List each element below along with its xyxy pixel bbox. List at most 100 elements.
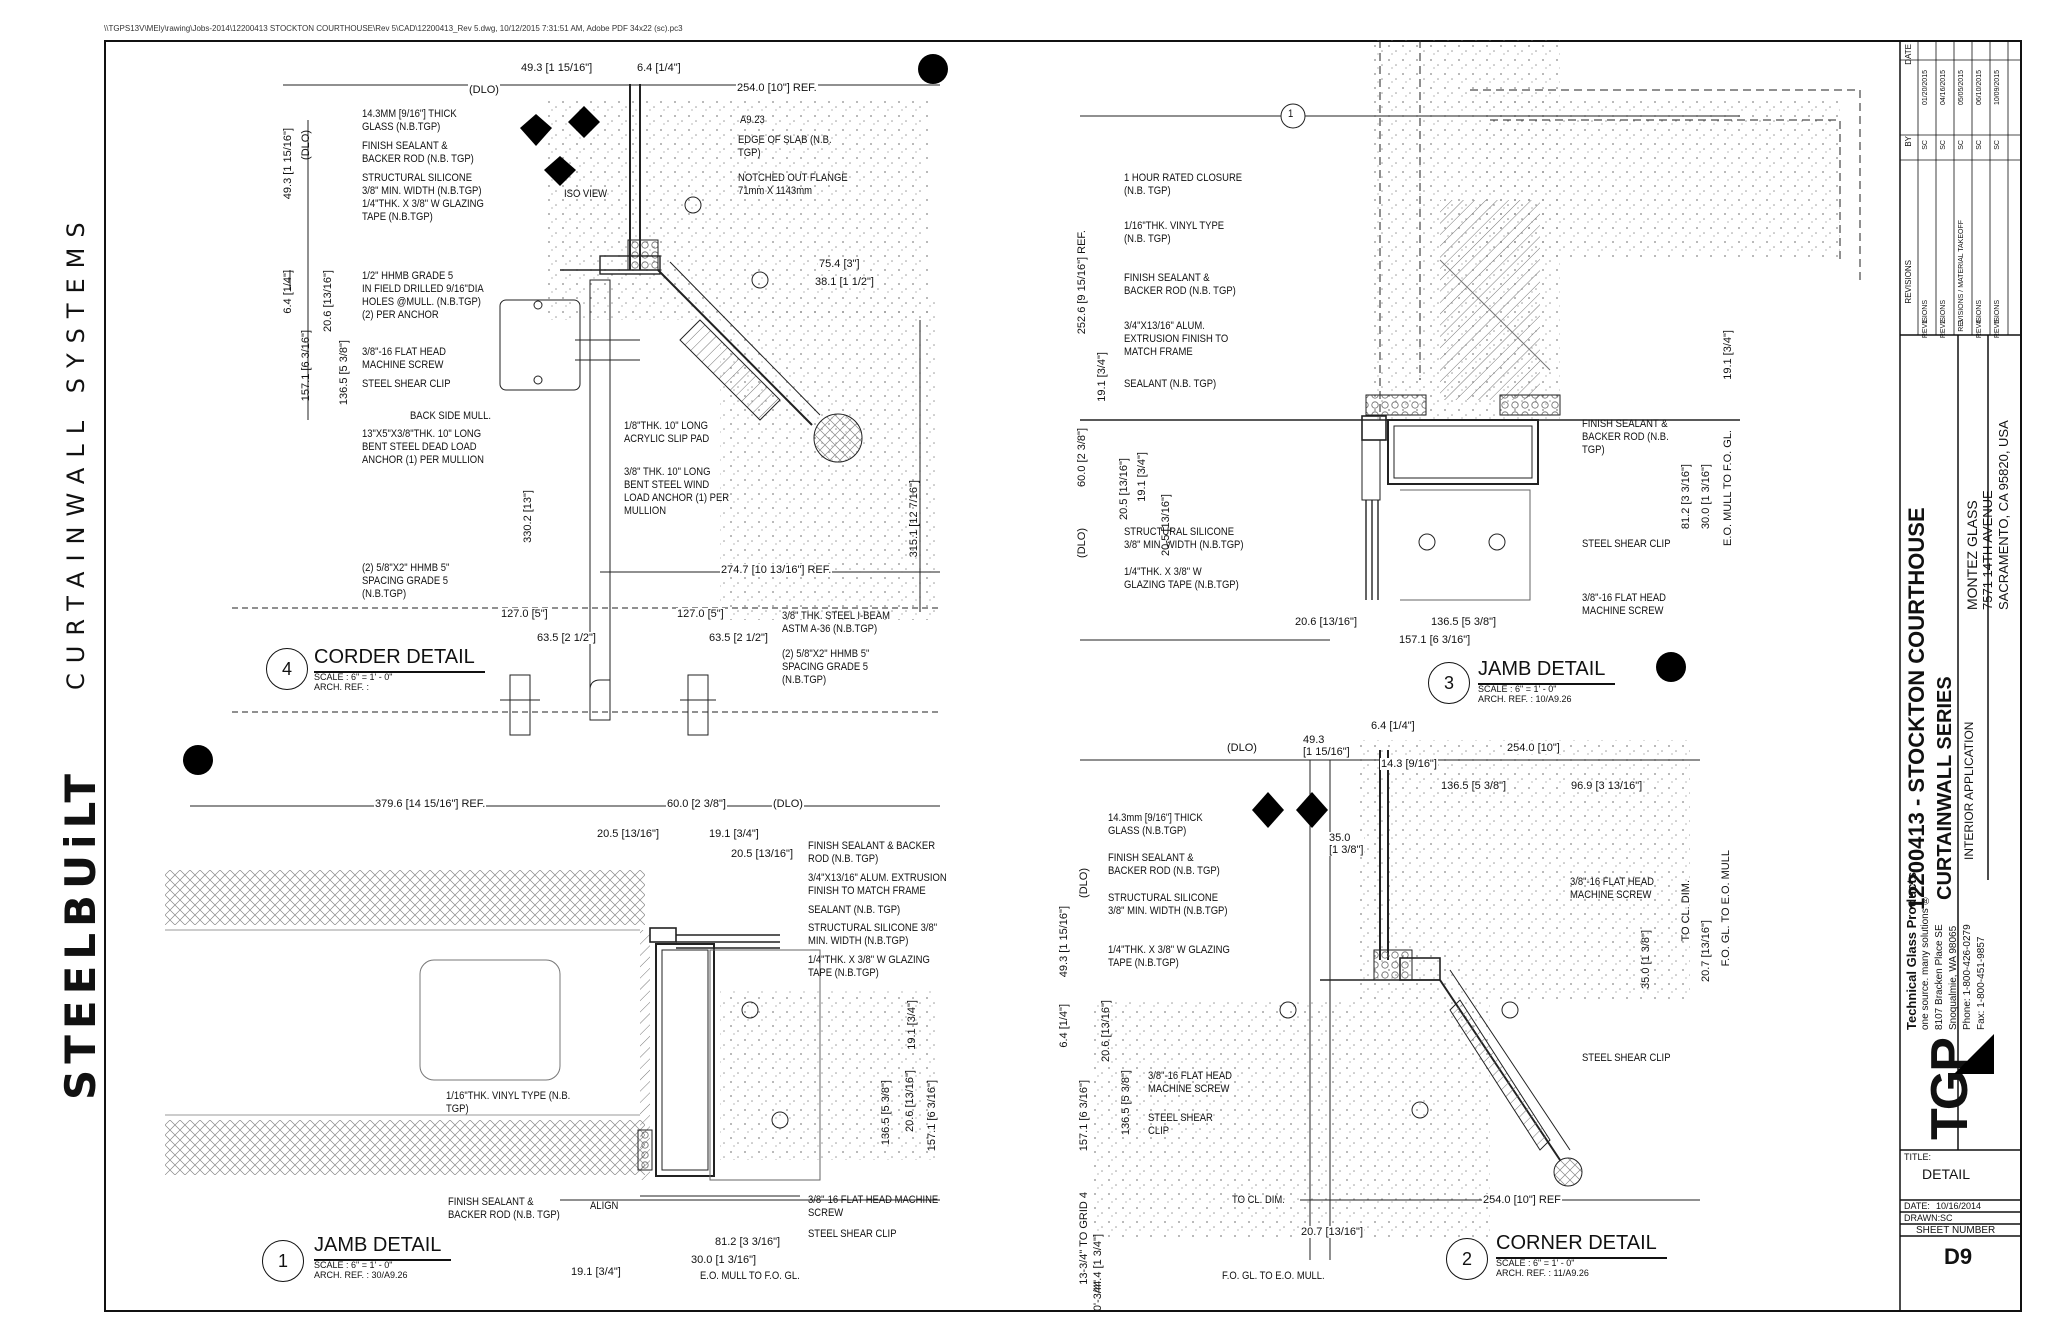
d2-dim: 49.3[1 15/16"] [1302, 734, 1351, 758]
sheet-title: DETAIL [1922, 1166, 1970, 1182]
revision-row-num: 4 [1976, 320, 1983, 324]
file-path-header: \\TGPS13V\MEly\rawing\Jobs-2014\12200413… [104, 24, 683, 33]
d2-label: STEEL SHEAR CLIP [1582, 1052, 1671, 1064]
d4-dim: 127.0 [5"] [500, 608, 549, 620]
revision-row-by: SC [1940, 140, 1947, 150]
revision-row-by: SC [1958, 140, 1965, 150]
sheet-title-label: TITLE: [1904, 1152, 1932, 1162]
d3-dim: 157.1 [6 3/16"] [1398, 634, 1472, 646]
d4-label: (2) 5/8"X2" HHMB 5"SPACING GRADE 5(N.B.T… [362, 562, 450, 600]
d4-label: ISO VIEW [564, 188, 608, 200]
sheet-number-label: SHEET NUMBER [1916, 1225, 1996, 1236]
d1-label: 1/16"THK. VINYL TYPE (N.B.TGP) [446, 1090, 571, 1115]
detail-scale-2: SCALE : 6" = 1' - 0" [1496, 1258, 1575, 1268]
d4-dim: 49.3 [1 15/16"] [520, 62, 594, 74]
detail-scale-4: SCALE : 6" = 1' - 0" [314, 672, 393, 682]
d1-label: STRUCTURAL SILICONE 3/8"MIN. WIDTH (N.B.… [808, 922, 938, 947]
detail-title-4: CORDER DETAIL [314, 646, 485, 673]
d4-dim: 75.4 [3"] [818, 258, 861, 270]
revision-row-num: 1 [1922, 320, 1929, 324]
sheet-drawn-label: DRAWN: [1904, 1213, 1941, 1223]
d4-label: EDGE OF SLAB (N.B.TGP) [738, 134, 832, 159]
company-address-2: Snoqualmie, WA 98065 [1948, 925, 1959, 1030]
d4-label: A9.23 [740, 114, 765, 126]
d4-dim: 254.0 [10"] REF. [736, 82, 818, 94]
detail-number-3: 3 [1428, 662, 1470, 704]
d2-label: FINISH SEALANT &BACKER ROD (N.B. TGP) [1108, 852, 1220, 877]
d2-dim: 20.7 [13/16"] [1300, 1226, 1365, 1238]
d1-label: STEEL SHEAR CLIP [808, 1228, 897, 1240]
revision-row-date: 05/05/2015 [1958, 70, 1965, 106]
d1-dim: 81.2 [3 3/16"] [714, 1236, 782, 1248]
d3-dim: 136.5 [5 3/8"] [1430, 616, 1498, 628]
revision-row-num: 2 [1940, 320, 1947, 324]
d1-label: SEALANT (N.B. TGP) [808, 904, 901, 916]
detail-title-3: JAMB DETAIL [1478, 658, 1616, 685]
detail-number-4: 4 [266, 648, 308, 690]
company-name: Technical Glass Products [1904, 872, 1919, 1030]
d3-label: 1 HOUR RATED CLOSURE(N.B. TGP) [1124, 172, 1243, 197]
d4-label: FINISH SEALANT &BACKER ROD (N.B. TGP) [362, 140, 474, 165]
revision-row-desc: REVISIONS / MATERIAL TAKEOFF [1958, 220, 1965, 332]
revisions-col-date: DATE [1904, 44, 1913, 65]
client-name: MONTEZ GLASS [1964, 500, 1980, 610]
d1-dim: 19.1 [3/4"] [570, 1266, 622, 1278]
d3-grid-ref: 1 [1288, 108, 1294, 120]
d2-dim: 14.3 [9/16"] [1380, 758, 1438, 770]
detail-number-2: 2 [1446, 1238, 1488, 1280]
detail-ref-2: ARCH. REF. : 11/A9.26 [1496, 1268, 1589, 1278]
marker-dot [918, 54, 948, 84]
revision-row-num: 3 [1958, 320, 1965, 324]
d1-label: ALIGN [590, 1200, 619, 1212]
d2-label: F.O. GL. TO E.O. MULL. [1222, 1270, 1325, 1282]
project-application: INTERIOR APPLICATION [1962, 721, 1976, 860]
d1-dim: 30.0 [1 3/16"] [690, 1254, 758, 1266]
section-markers [520, 106, 600, 186]
detail-title-1: JAMB DETAIL [314, 1234, 452, 1261]
company-tagline: one source. many solutions ® [1920, 894, 1931, 1030]
sheet-number: D9 [1944, 1244, 1973, 1269]
revision-row-date: 04/16/2015 [1940, 70, 1947, 106]
project-number-title: 12200413 - STOCKTON COURTHOUSE [1904, 507, 1929, 910]
tgp-logo-mark [1954, 1034, 1994, 1074]
detail-number-1: 1 [262, 1240, 304, 1282]
company-fax: Fax: 1-800-451-9857 [1976, 936, 1987, 1030]
d1-dim: 60.0 [2 3/8"] [666, 798, 727, 810]
revision-row-date: 10/09/2015 [1994, 70, 2001, 106]
detail-ref-4: ARCH. REF. : [314, 682, 370, 692]
revision-row-by: SC [1976, 140, 1983, 150]
d1-dim: 20.5 [13/16"] [596, 828, 661, 840]
d3-label: FINISH SEALANT &BACKER ROD (N.B.TGP) [1582, 418, 1669, 456]
d2-dim: 96.9 [3 13/16"] [1570, 780, 1644, 792]
d4-dim: 127.0 [5"] [676, 608, 725, 620]
d3-label: FINISH SEALANT &BACKER ROD (N.B. TGP) [1124, 272, 1236, 297]
d1-dim: 20.5 [13/16"] [730, 848, 795, 860]
d4-dim: (DLO) [468, 84, 500, 96]
d2-dim: 136.5 [5 3/8"] [1440, 780, 1508, 792]
d1-dim: 19.1 [3/4"] [708, 828, 760, 840]
revision-row-num: 5 [1994, 320, 2001, 324]
d2-label: TO CL. DIM. [1232, 1194, 1285, 1206]
client-address-1: 7571 14TH AVENUE [1980, 490, 1995, 610]
detail-title-2: CORNER DETAIL [1496, 1232, 1667, 1259]
detail-scale-3: SCALE : 6" = 1' - 0" [1478, 684, 1557, 694]
d3-label: 1/16"THK. VINYL TYPE(N.B. TGP) [1124, 220, 1225, 245]
